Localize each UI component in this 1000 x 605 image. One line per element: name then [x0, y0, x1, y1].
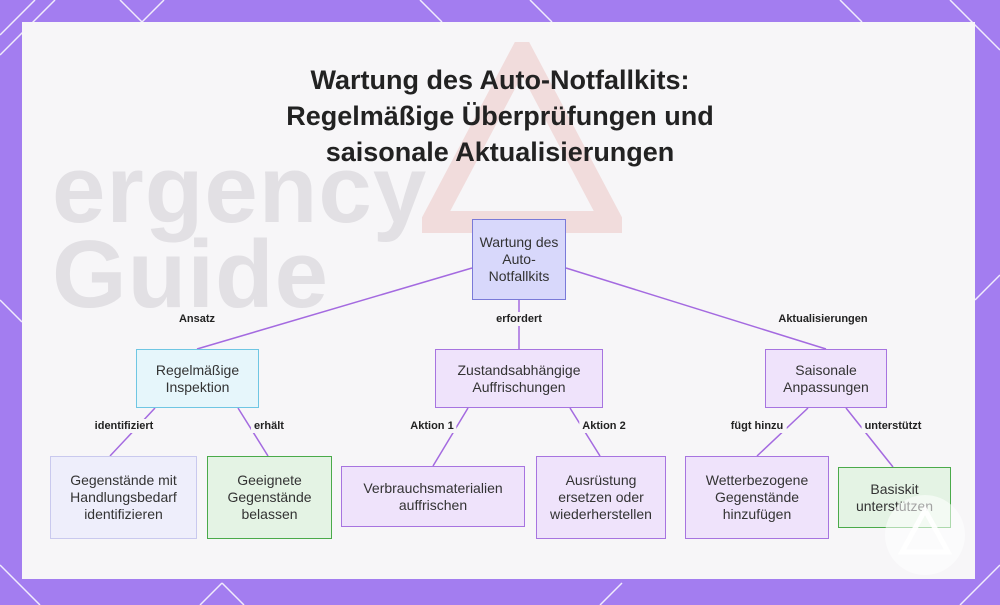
node-seasonal-adjustments-label: Saisonale Anpassungen [783, 361, 869, 395]
edge-label-requires: erfordert [493, 312, 545, 326]
background-word-2: Guide [52, 221, 330, 328]
node-refresh-supplies-label: Verbrauchsmaterialien auffrischen [363, 479, 503, 513]
edge-seasonal-basic [845, 407, 894, 468]
node-condition-refresh-label: Zustandsabhängige Auffrischungen [457, 361, 581, 395]
edge-label-keeps: erhält [251, 419, 287, 433]
title-line-1: Wartung des Auto-Notfallkits: [310, 65, 690, 95]
node-regular-inspection: Regelmäßige Inspektion [136, 349, 259, 408]
node-seasonal-adjustments: Saisonale Anpassungen [765, 349, 887, 408]
edge-condition-refresh [432, 407, 469, 467]
title-line-3: saisonale Aktualisierungen [325, 137, 675, 167]
brand-logo-icon [885, 495, 965, 575]
node-root-label: Wartung des Auto-Notfallkits [479, 234, 559, 284]
node-regular-inspection-label: Regelmäßige Inspektion [155, 361, 240, 395]
title-line-2: Regelmäßige Überprüfungen und [286, 101, 714, 131]
node-keep-items-label: Geeignete Gegenstände belassen [227, 472, 312, 522]
edge-label-adds: fügt hinzu [727, 419, 787, 433]
node-weather-items: Wetterbezogene Gegenstände hinzufügen [685, 456, 829, 539]
edge-label-updates: Aktualisierungen [775, 312, 871, 326]
node-refresh-supplies: Verbrauchsmaterialien auffrischen [341, 466, 525, 527]
node-replace-equipment: Ausrüstung ersetzen oder wiederherstelle… [536, 456, 666, 539]
background-word-1: ergency [52, 136, 428, 243]
edge-root-seasonal [565, 267, 827, 350]
edge-label-supports: unterstützt [861, 419, 925, 433]
node-root: Wartung des Auto-Notfallkits [472, 219, 566, 300]
node-condition-refresh: Zustandsabhängige Auffrischungen [435, 349, 603, 408]
edge-label-action1: Aktion 1 [407, 419, 457, 433]
edge-label-approach: Ansatz [175, 312, 219, 326]
node-weather-items-label: Wetterbezogene Gegenstände hinzufügen [705, 472, 809, 522]
node-identify-items-label: Gegenstände mit Handlungsbedarf identifi… [70, 472, 177, 522]
node-keep-items: Geeignete Gegenstände belassen [207, 456, 332, 539]
edge-root-regular [196, 267, 473, 350]
node-identify-items: Gegenstände mit Handlungsbedarf identifi… [50, 456, 197, 539]
edge-label-action2: Aktion 2 [579, 419, 629, 433]
node-replace-equipment-label: Ausrüstung ersetzen oder wiederherstelle… [550, 472, 652, 522]
edge-label-identified: identifiziert [91, 419, 157, 433]
diagram-title: Wartung des Auto-Notfallkits: Regelmäßig… [0, 62, 1000, 170]
